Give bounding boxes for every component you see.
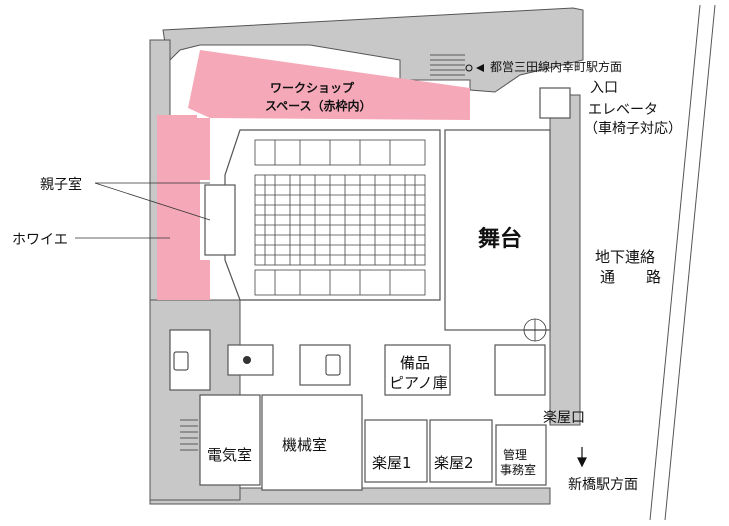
arrow-down-icon xyxy=(577,447,587,468)
seating-grid xyxy=(254,139,426,296)
railway-line xyxy=(649,4,716,521)
foyer-label: ホワイエ xyxy=(12,232,68,248)
map-labels: ワークショップ スペース（赤枠内） 都営三田線内幸町駅方面 入口 エレベータ （… xyxy=(12,59,682,493)
management-label-2: 事務室 xyxy=(500,462,536,477)
staircase-icon xyxy=(180,54,465,451)
machine-room-label: 機械室 xyxy=(282,436,327,454)
underground-label-2a: 通 xyxy=(600,268,615,286)
workshop-label-1: ワークショップ xyxy=(270,80,355,95)
leader-lines xyxy=(75,182,211,239)
green-room-2-label: 楽屋2 xyxy=(434,454,474,472)
seat-block-bottom xyxy=(254,269,426,296)
workshop-label-2: スペース（赤枠内） xyxy=(265,98,372,113)
equipment-label-2: ピアノ庫 xyxy=(389,374,448,392)
seat-block-center xyxy=(254,174,426,266)
parent-child-room-label: 親子室 xyxy=(40,176,82,193)
interior-rooms xyxy=(169,87,571,491)
toilet-icon xyxy=(173,351,341,376)
management-label-1: 管理 xyxy=(503,447,527,462)
backstage-entrance-label: 楽屋口 xyxy=(543,410,585,426)
entrance-label: 入口 xyxy=(590,80,618,96)
spiral-stair-icon xyxy=(523,318,547,342)
workshop-space-highlight xyxy=(157,50,470,300)
direction-shimbashi-label: 新橋駅方面 xyxy=(568,477,638,493)
wheelchair-label: （車椅子対応） xyxy=(584,120,682,137)
equipment-label-1: 備品 xyxy=(400,354,430,372)
electrical-room-label: 電気室 xyxy=(207,446,252,464)
elevator-label: エレベータ xyxy=(588,102,658,118)
underground-label-2b: 路 xyxy=(646,268,661,286)
green-room-1-label: 楽屋1 xyxy=(372,454,412,472)
seat-block-top xyxy=(254,139,426,166)
underground-label-1: 地下連絡 xyxy=(595,248,655,266)
stage-label: 舞台 xyxy=(478,226,522,252)
direction-mita-label: 都営三田線内幸町駅方面 xyxy=(490,59,622,74)
arrow-left-icon xyxy=(465,64,484,72)
